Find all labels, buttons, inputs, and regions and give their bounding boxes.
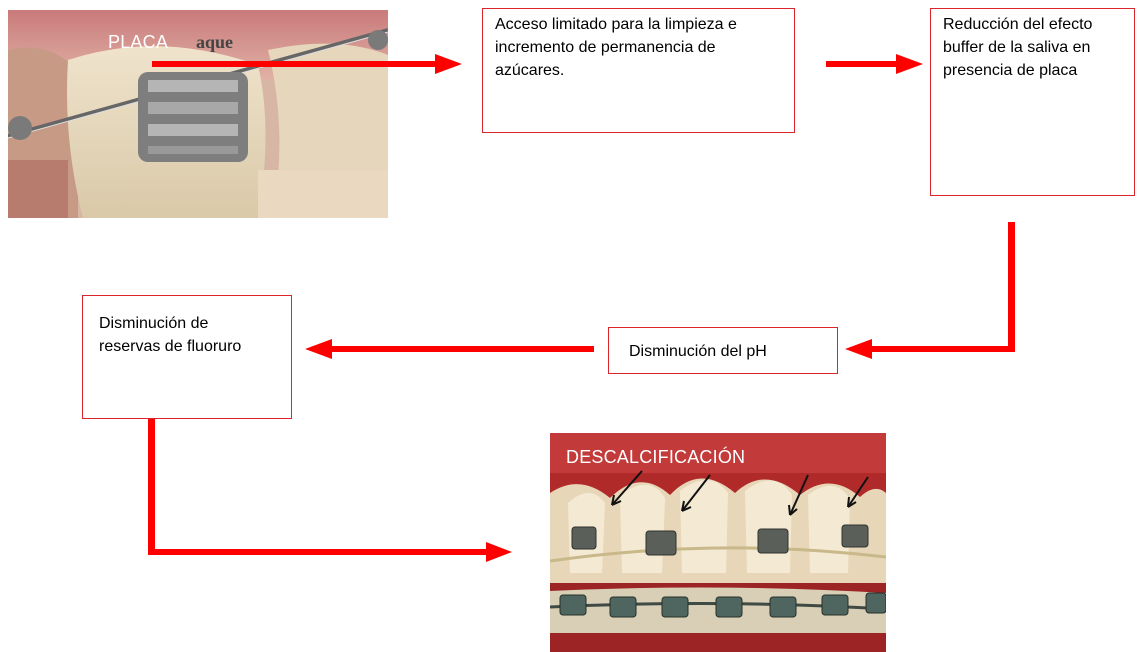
decalcified-teeth-image: [550, 433, 886, 652]
descalcificacion-label: DESCALCIFICACIÓN: [566, 447, 746, 467]
descalcificacion-photo: DESCALCIFICACIÓN: [550, 433, 886, 652]
ph-text: Disminución del pH: [629, 343, 767, 360]
arrow-reduccion-to-ph: [845, 222, 1015, 359]
braces-plaque-image: aque: [8, 10, 388, 218]
arrow-ph-to-fluoruro: [305, 339, 594, 359]
fluoruro-text: Disminución de reservas de fluoruro: [99, 315, 242, 355]
fluoruro-box: Disminución de reservas de fluoruro: [82, 295, 292, 419]
ph-box: Disminución del pH: [608, 327, 838, 374]
acceso-box: Acceso limitado para la limpieza e incre…: [482, 8, 795, 133]
svg-text:aque: aque: [196, 32, 233, 52]
placa-photo: aque PLACA: [8, 10, 388, 218]
reduccion-box: Reducción del efecto buffer de la saliva…: [930, 8, 1135, 196]
reduccion-text: Reducción del efecto buffer de la saliva…: [943, 16, 1093, 79]
arrow-fluoruro-to-descalcificacion: [148, 419, 512, 562]
placa-label: PLACA: [108, 32, 169, 52]
acceso-text: Acceso limitado para la limpieza e incre…: [495, 16, 737, 79]
arrow-acceso-to-reduccion: [826, 54, 923, 74]
